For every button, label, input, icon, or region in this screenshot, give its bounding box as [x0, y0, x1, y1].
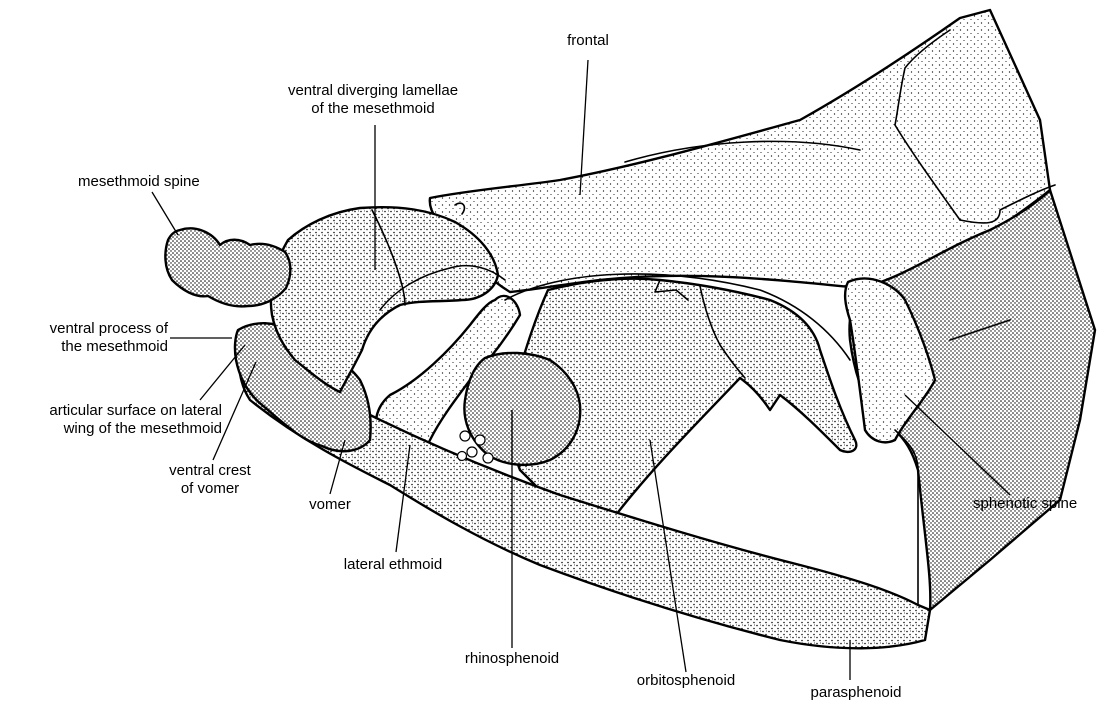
label-lateral-ethmoid: lateral ethmoid [318, 556, 468, 574]
mesethmoid-spine [165, 228, 290, 306]
label-rhinosphenoid: rhinosphenoid [440, 650, 584, 668]
label-articular-surface-line1: articular surface on lateral [4, 402, 222, 420]
label-ventral-crest-line1: ventral crest [150, 462, 270, 480]
label-sphenotic-spine: sphenotic spine [973, 495, 1077, 513]
label-parasphenoid: parasphenoid [784, 684, 928, 702]
rhinosphenoid-bone [464, 353, 580, 465]
label-frontal: frontal [548, 32, 628, 50]
label-ventral-diverging-lamellae: ventral diverging lamellae of the meseth… [242, 82, 504, 118]
label-orbitosphenoid: orbitosphenoid [614, 672, 758, 690]
label-vomer: vomer [290, 496, 370, 514]
label-mesethmoid-spine: mesethmoid spine [78, 173, 200, 191]
label-ventral-process: ventral process of the mesethmoid [10, 320, 168, 356]
label-articular-surface-line2: wing of the mesethmoid [4, 420, 222, 438]
label-articular-surface: articular surface on lateral wing of the… [4, 402, 222, 438]
label-ventral-diverging-lamellae-line2: of the mesethmoid [242, 100, 504, 118]
label-ventral-crest-line2: of vomer [150, 480, 270, 498]
label-ventral-diverging-lamellae-line1: ventral diverging lamellae [242, 82, 504, 100]
label-ventral-process-line2: the mesethmoid [10, 338, 168, 356]
label-ventral-crest: ventral crest of vomer [150, 462, 270, 498]
label-ventral-process-line1: ventral process of [10, 320, 168, 338]
